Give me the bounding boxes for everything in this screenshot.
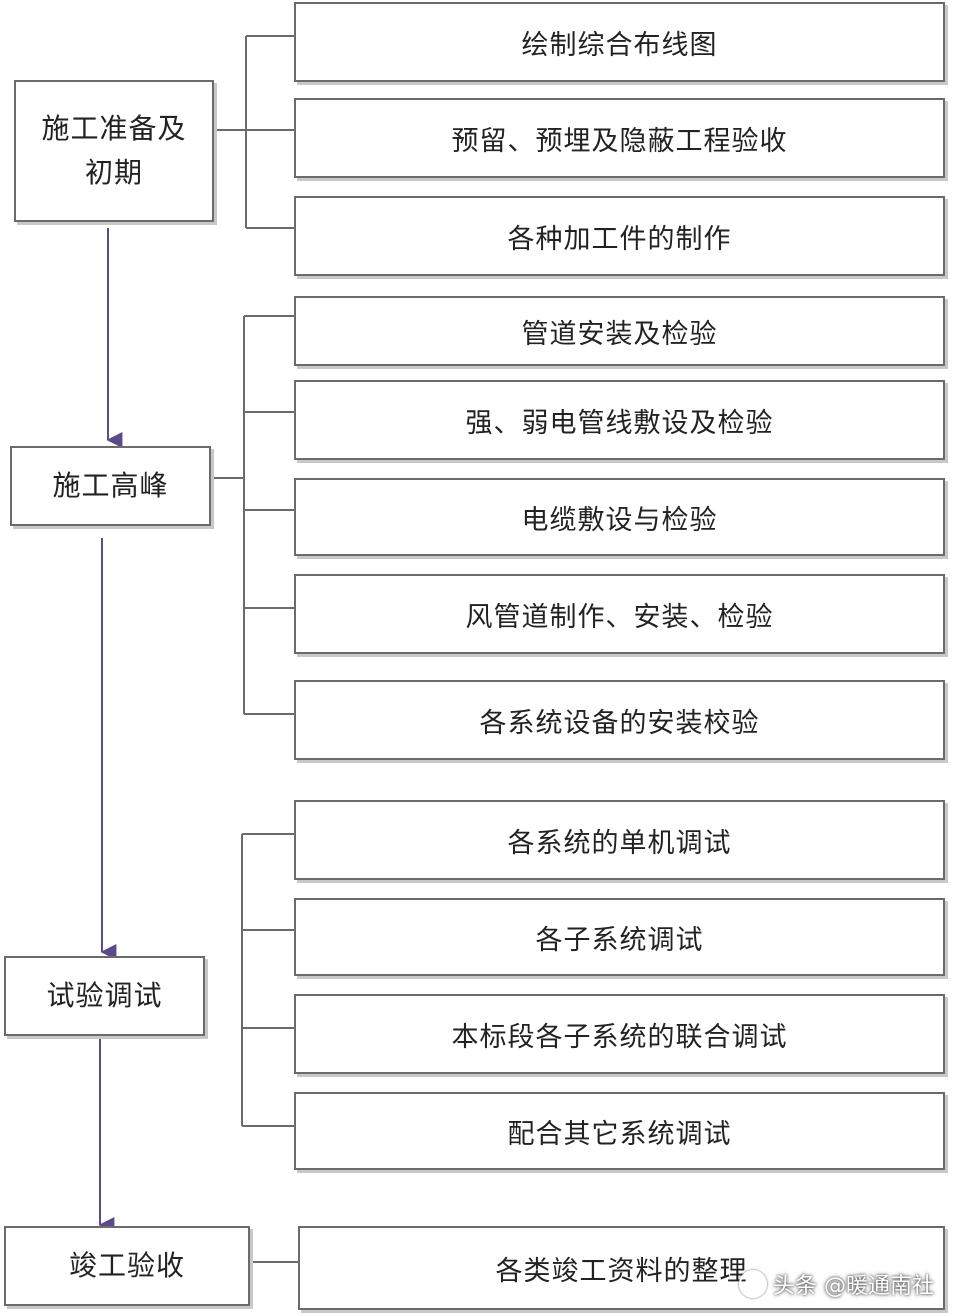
bracket-stage-1 — [214, 35, 294, 229]
task-box: 强、弱电管线敷设及检验 — [294, 380, 945, 460]
watermark-logo-icon — [739, 1270, 767, 1298]
task-box: 各种加工件的制作 — [294, 196, 945, 276]
watermark-text: 头条 @暖通南社 — [773, 1274, 934, 1299]
stage-box-completion: 竣工验收 — [4, 1226, 250, 1306]
task-box: 各子系统调试 — [294, 898, 945, 976]
task-label: 绘制综合布线图 — [521, 29, 718, 61]
task-box: 各系统的单机调试 — [294, 800, 945, 880]
stage-box-preparation: 施工准备及 初期 — [14, 80, 214, 222]
stage-label-peak: 施工高峰 — [52, 469, 169, 502]
task-label: 各类竣工资料的整理 — [495, 1255, 748, 1287]
task-label: 各种加工件的制作 — [507, 223, 732, 255]
task-label: 电缆敷设与检验 — [521, 504, 718, 536]
stage-label-completion: 竣工验收 — [68, 1249, 185, 1282]
task-box: 配合其它系统调试 — [294, 1092, 945, 1170]
stage-label-testing: 试验调试 — [46, 979, 163, 1012]
task-label: 各系统设备的安装校验 — [479, 707, 760, 739]
task-box: 各系统设备的安装校验 — [294, 680, 945, 760]
bracket-stage-3 — [241, 833, 294, 1127]
task-label: 各子系统调试 — [535, 924, 704, 956]
task-box: 预留、预埋及隐蔽工程验收 — [294, 98, 945, 178]
stage-label-preparation: 施工准备及 初期 — [41, 112, 187, 189]
task-label: 预留、预埋及隐蔽工程验收 — [451, 125, 788, 157]
stage-box-testing: 试验调试 — [4, 956, 205, 1036]
task-label: 管道安装及检验 — [521, 318, 718, 350]
watermark: 头条 @暖通南社 — [739, 1268, 934, 1300]
task-box: 各类竣工资料的整理 — [298, 1226, 945, 1310]
task-label: 强、弱电管线敷设及检验 — [465, 407, 774, 439]
task-label: 各系统的单机调试 — [507, 827, 732, 859]
task-box: 电缆敷设与检验 — [294, 478, 945, 556]
stage-box-peak: 施工高峰 — [10, 446, 211, 526]
task-box: 管道安装及检验 — [294, 296, 945, 366]
task-label: 配合其它系统调试 — [507, 1118, 732, 1150]
task-box: 绘制综合布线图 — [294, 2, 945, 82]
task-label: 风管道制作、安装、检验 — [465, 601, 774, 633]
bracket-stage-2 — [211, 315, 294, 715]
task-box: 本标段各子系统的联合调试 — [294, 994, 945, 1074]
task-box: 风管道制作、安装、检验 — [294, 574, 945, 654]
task-label: 本标段各子系统的联合调试 — [451, 1021, 788, 1053]
